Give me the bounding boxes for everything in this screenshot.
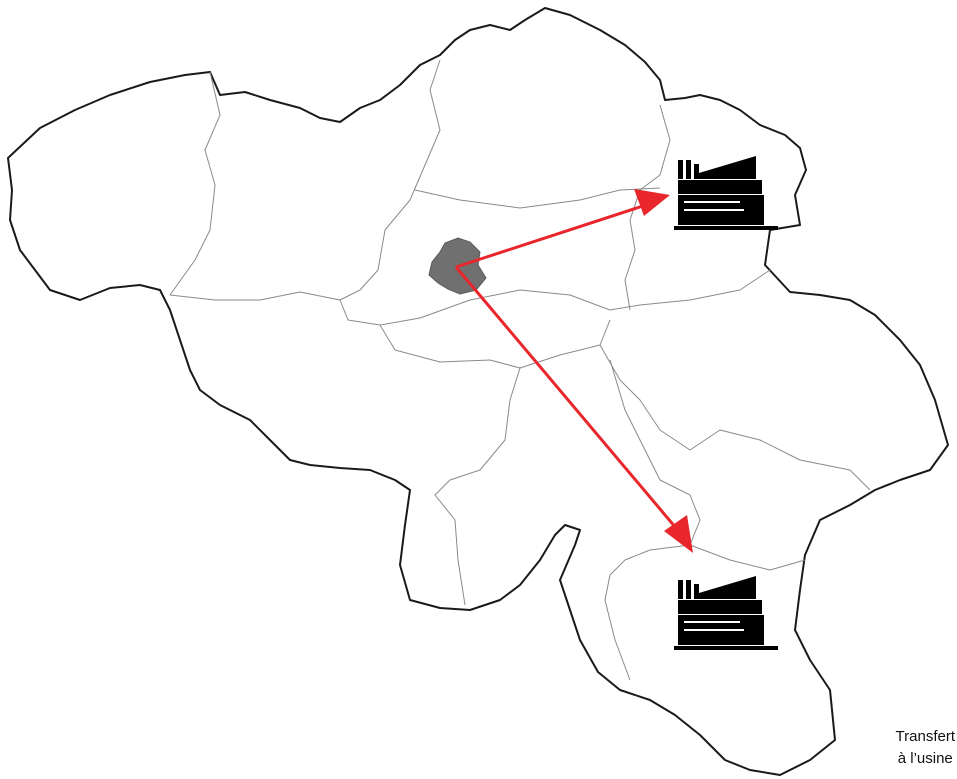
province-border: [339, 59, 441, 301]
province-border: [689, 544, 806, 571]
arrow-to-north-factory: [455, 203, 647, 269]
province-border: [604, 544, 691, 681]
province-border: [434, 367, 521, 606]
caption-line-1: Transfert: [895, 728, 955, 745]
province-border: [414, 187, 661, 209]
arrow-head-north: [634, 189, 670, 216]
province-border: [379, 269, 771, 326]
map-caption: Transfert à l’usine: [896, 726, 955, 770]
province-border: [169, 71, 221, 296]
caption-line-2: à l’usine: [897, 750, 953, 767]
transfer-arrows: [454, 189, 693, 553]
country-border: [7, 7, 949, 776]
arrow-head-south: [664, 515, 693, 553]
province-border: [599, 344, 871, 491]
province-border: [169, 291, 381, 326]
province-border: [624, 104, 671, 311]
arrow-to-south-factory: [454, 266, 678, 529]
province-borders: [169, 59, 871, 681]
province-border: [609, 359, 701, 546]
province-border: [379, 319, 611, 369]
